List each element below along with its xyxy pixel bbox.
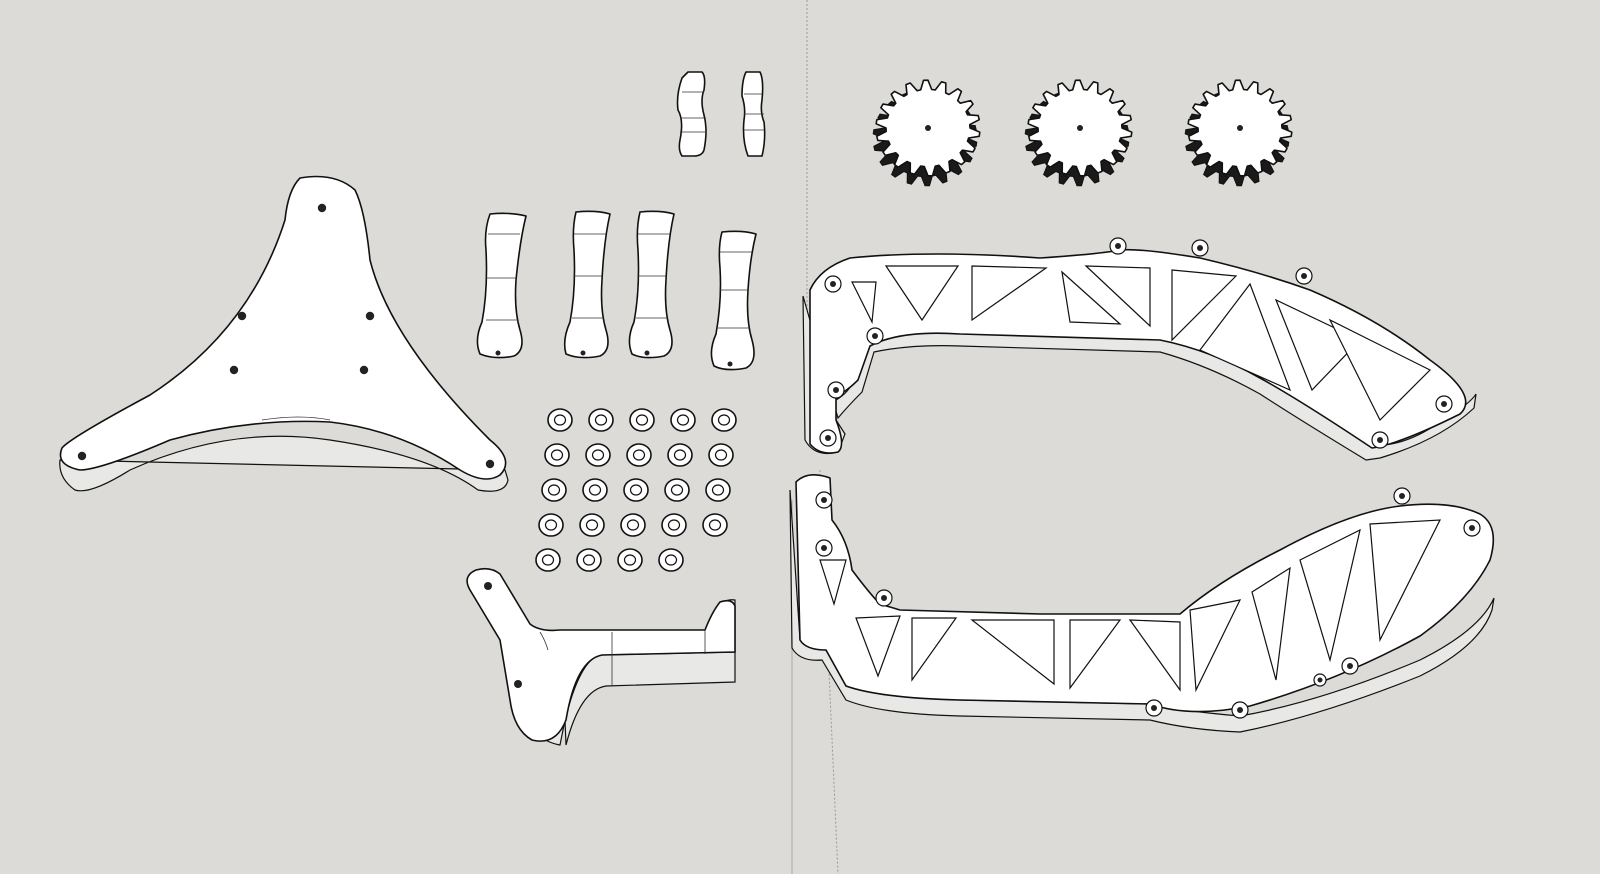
gear-hub-hole	[1077, 125, 1083, 131]
washer-hole	[717, 414, 731, 426]
spacer-model[interactable]	[710, 230, 757, 371]
truss-frame-upper-model[interactable]	[802, 237, 1477, 461]
washer-hole	[670, 484, 684, 496]
washer-hole	[623, 554, 637, 566]
gear-model[interactable]	[1184, 79, 1293, 187]
washer-hole	[550, 449, 564, 461]
washer-hole	[591, 449, 605, 461]
washer-hole	[673, 449, 687, 461]
clip-model[interactable]	[741, 71, 766, 157]
washer-hole	[588, 484, 602, 496]
washer-hole	[541, 554, 555, 566]
washer-hole	[632, 449, 646, 461]
washer-hole	[547, 484, 561, 496]
tripod-plate-model[interactable]	[59, 175, 509, 492]
gear-model[interactable]	[1024, 79, 1133, 187]
washer-hole	[676, 414, 690, 426]
green-axis-guide-lower	[819, 469, 839, 874]
washer-hole	[626, 519, 640, 531]
washer-grid	[535, 408, 737, 572]
washer-hole	[635, 414, 649, 426]
washer-hole	[664, 554, 678, 566]
gear-model[interactable]	[872, 79, 981, 187]
washer-hole	[629, 484, 643, 496]
gear-hub-hole	[1237, 125, 1243, 131]
washer-hole	[553, 414, 567, 426]
washer-hole	[711, 484, 725, 496]
spacer-model[interactable]	[628, 210, 675, 359]
l-bracket-model[interactable]	[466, 567, 736, 746]
washer-hole	[708, 519, 722, 531]
gear-hub-hole	[925, 125, 931, 131]
washer-hole	[667, 519, 681, 531]
spacer-model[interactable]	[563, 210, 611, 359]
clip-model[interactable]	[676, 71, 707, 157]
washer-hole	[594, 414, 608, 426]
washer-hole	[714, 449, 728, 461]
washer-hole	[544, 519, 558, 531]
washer-hole	[582, 554, 596, 566]
washer-hole	[585, 519, 599, 531]
spacer-model[interactable]	[476, 212, 527, 359]
truss-frame-lower-model[interactable]	[789, 474, 1495, 733]
